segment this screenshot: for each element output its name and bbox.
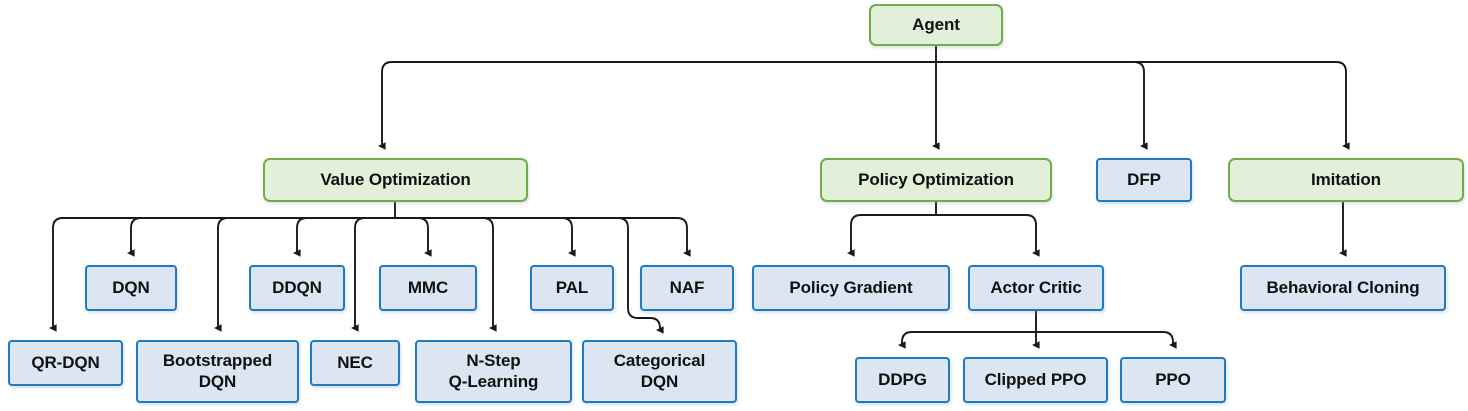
edge-value-optimization-to-dqn (126, 217, 395, 257)
node-label-qr_dqn: QR-DQN (31, 352, 100, 372)
edge-actor-critic-to-ppo (1036, 331, 1177, 349)
edge-agent-to-value-optimization (377, 61, 936, 150)
edge-agent-to-imitation (936, 61, 1350, 150)
node-dqn[interactable]: DQN (85, 265, 177, 311)
node-mmc[interactable]: MMC (379, 265, 477, 311)
node-label-dqn: DQN (112, 277, 150, 297)
node-behav_cloning[interactable]: Behavioral Cloning (1240, 265, 1446, 311)
node-label-bootstrapped: Bootstrapped DQN (162, 351, 273, 391)
node-qr_dqn[interactable]: QR-DQN (8, 340, 123, 386)
node-label-imitation: Imitation (1311, 169, 1381, 189)
edge-policy-optimization-to-policy-gradient (846, 214, 936, 257)
edge-agent-to-dfp (936, 61, 1148, 150)
node-nec[interactable]: NEC (310, 340, 400, 386)
node-dfp[interactable]: DFP (1096, 158, 1192, 202)
node-label-policy_opt: Policy Optimization (858, 169, 1014, 189)
node-pal[interactable]: PAL (530, 265, 614, 311)
edge-value-optimization-to-ddqn (292, 217, 395, 257)
node-label-ddqn: DDQN (272, 277, 322, 297)
node-label-dfp: DFP (1127, 169, 1161, 189)
node-imitation[interactable]: Imitation (1228, 158, 1464, 202)
node-ddpg[interactable]: DDPG (855, 357, 950, 403)
node-label-naf: NAF (669, 277, 705, 297)
node-label-actor_critic: Actor Critic (990, 277, 1082, 297)
edge-value-optimization-to-naf (395, 217, 691, 257)
node-clipped_ppo[interactable]: Clipped PPO (963, 357, 1108, 403)
edge-policy-optimization-to-actor-critic (936, 214, 1040, 257)
node-policy_opt[interactable]: Policy Optimization (820, 158, 1052, 202)
node-label-ppo: PPO (1155, 369, 1191, 389)
node-label-clipped_ppo: Clipped PPO (984, 369, 1087, 389)
node-categorical[interactable]: Categorical DQN (582, 340, 737, 403)
node-label-pal: PAL (555, 277, 589, 297)
node-agent[interactable]: Agent (869, 4, 1003, 46)
node-naf[interactable]: NAF (640, 265, 734, 311)
node-label-agent: Agent (912, 14, 960, 34)
edge-value-optimization-to-mmc (395, 217, 432, 257)
node-n_step_q[interactable]: N-Step Q-Learning (415, 340, 572, 403)
edge-actor-critic-to-ddpg (897, 331, 1036, 349)
node-label-ddpg: DDPG (878, 369, 927, 389)
node-label-n_step_q: N-Step Q-Learning (448, 351, 539, 391)
node-ddqn[interactable]: DDQN (249, 265, 345, 311)
node-label-behav_cloning: Behavioral Cloning (1266, 277, 1420, 297)
node-value_opt[interactable]: Value Optimization (263, 158, 528, 202)
node-bootstrapped[interactable]: Bootstrapped DQN (136, 340, 299, 403)
node-label-mmc: MMC (407, 277, 449, 297)
node-policy_grad[interactable]: Policy Gradient (752, 265, 950, 311)
node-actor_critic[interactable]: Actor Critic (968, 265, 1104, 311)
edge-value-optimization-to-pal (395, 217, 576, 257)
node-label-value_opt: Value Optimization (320, 169, 471, 189)
node-label-policy_grad: Policy Gradient (789, 277, 913, 297)
node-label-categorical: Categorical DQN (613, 351, 706, 391)
node-ppo[interactable]: PPO (1120, 357, 1226, 403)
node-label-nec: NEC (337, 352, 373, 372)
